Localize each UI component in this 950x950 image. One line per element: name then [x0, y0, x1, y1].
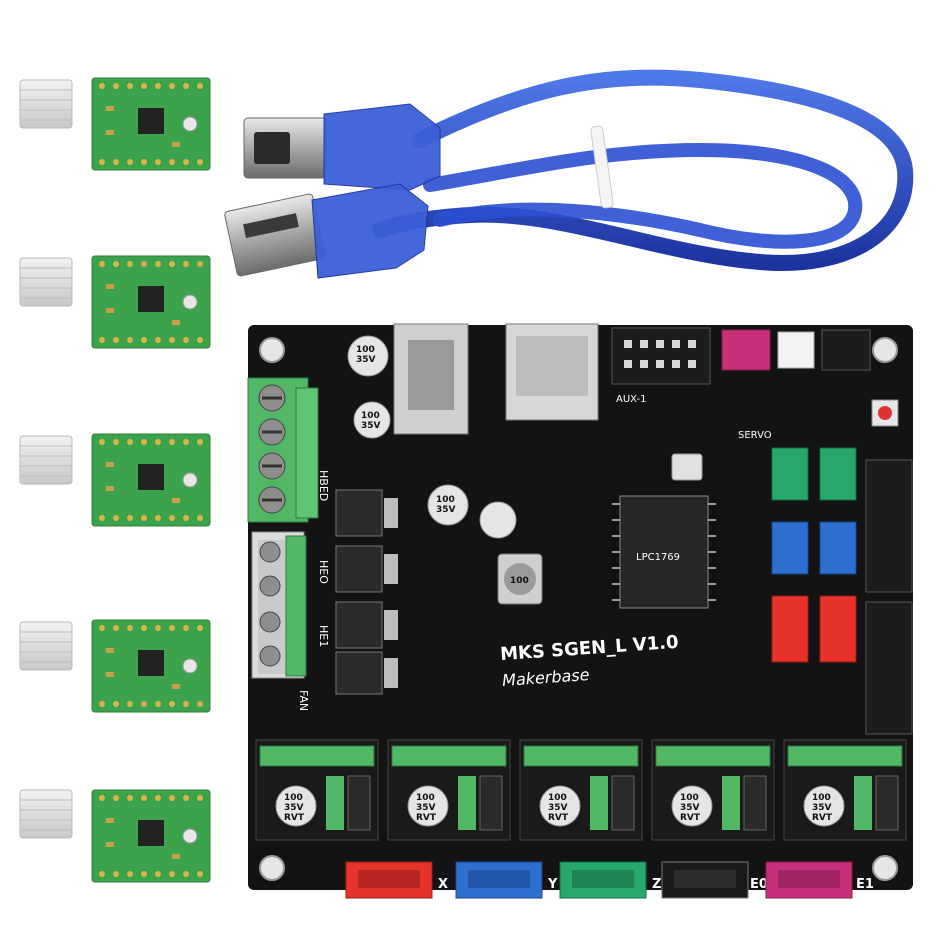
- mosfet: [335, 489, 383, 537]
- svg-text:100: 100: [416, 793, 435, 803]
- label-fan: FAN: [297, 690, 310, 711]
- motor-connector-z: Z: [559, 861, 661, 899]
- label-he1: HE1: [317, 625, 330, 647]
- svg-text:35V: 35V: [436, 505, 456, 515]
- capacitor: [479, 501, 517, 539]
- endstop-connectors: [771, 447, 857, 663]
- mcu-label: LPC1769: [636, 552, 680, 563]
- svg-text:100: 100: [510, 576, 529, 586]
- driver-sockets: 100 35V RVT 100 35V RVT 100: [255, 739, 907, 841]
- usb-b-plug: [243, 103, 441, 191]
- exp-header-right-bottom: [865, 601, 913, 735]
- svg-text:E1: E1: [856, 877, 874, 892]
- svg-text:RVT: RVT: [284, 813, 305, 823]
- svg-text:RVT: RVT: [812, 813, 833, 823]
- controller-board: HEO HE1 HBED FAN 100 35V 100 35V: [247, 323, 913, 899]
- mounting-hole: [872, 337, 898, 363]
- svg-text:35V: 35V: [680, 803, 700, 813]
- svg-text:35V: 35V: [416, 803, 436, 813]
- heatsink: [19, 789, 73, 839]
- mounting-hole: [259, 337, 285, 363]
- label-heo: HEO: [317, 560, 330, 584]
- stepper-driver-module: [91, 433, 211, 527]
- svg-text:100: 100: [548, 793, 567, 803]
- th-header: [821, 329, 871, 371]
- driver-socket: 100 35V RVT: [255, 739, 379, 841]
- svg-text:100: 100: [436, 495, 455, 505]
- capacitor: [427, 484, 469, 526]
- motor-connectors: X Y Z E0 E1: [345, 861, 874, 899]
- mosfet: [335, 545, 383, 593]
- exp-header: [611, 327, 711, 385]
- heatsink: [19, 435, 73, 485]
- driver-socket: 100 35V RVT: [651, 739, 775, 841]
- power-labels: HEO HE1 HBED FAN: [297, 470, 330, 711]
- motor-connector-e0: E0: [661, 861, 768, 899]
- heatsink: [19, 79, 73, 129]
- heatsink-column: [19, 79, 73, 839]
- mosfet: [335, 651, 383, 695]
- label-hbed: HBED: [317, 470, 330, 501]
- svg-text:E0: E0: [750, 877, 768, 892]
- svg-text:35V: 35V: [361, 421, 381, 431]
- svg-text:100: 100: [361, 411, 380, 421]
- stepper-driver-column: [91, 77, 211, 883]
- power-terminal-bottom: [251, 531, 307, 679]
- driver-socket: 100 35V RVT: [519, 739, 643, 841]
- exp-header-right-top: [865, 459, 913, 593]
- heatsink: [19, 257, 73, 307]
- svg-text:RVT: RVT: [548, 813, 569, 823]
- svg-text:Z: Z: [652, 877, 661, 892]
- svg-text:35V: 35V: [548, 803, 568, 813]
- mounting-hole: [259, 855, 285, 881]
- mcu-chip: [619, 495, 709, 609]
- svg-text:RVT: RVT: [680, 813, 701, 823]
- heatsink: [19, 621, 73, 671]
- crystal: [671, 453, 703, 481]
- svg-text:X: X: [438, 877, 448, 892]
- svg-text:100: 100: [356, 345, 375, 355]
- stepper-driver-module: [91, 789, 211, 883]
- driver-socket: 100 35V RVT: [387, 739, 511, 841]
- svg-text:100: 100: [680, 793, 699, 803]
- svg-text:35V: 35V: [284, 803, 304, 813]
- svg-text:35V: 35V: [356, 355, 376, 365]
- svg-text:100: 100: [812, 793, 831, 803]
- th-connector-white: [777, 331, 815, 369]
- usb-cable: [224, 69, 914, 279]
- stepper-driver-module: [91, 619, 211, 713]
- svg-text:100: 100: [284, 793, 303, 803]
- aux-label: AUX-1: [616, 394, 646, 405]
- capacitor-top: 100 35V 100 35V: [347, 335, 391, 439]
- motor-connector-y: Y: [455, 861, 558, 899]
- power-terminal-top: [247, 377, 319, 523]
- motor-connector-x: X: [345, 861, 448, 899]
- driver-socket: 100 35V RVT: [783, 739, 907, 841]
- th-connector-pink: [721, 329, 771, 371]
- stepper-driver-module: [91, 255, 211, 349]
- servo-label: SERVO: [738, 430, 772, 441]
- svg-text:35V: 35V: [812, 803, 832, 813]
- svg-text:RVT: RVT: [416, 813, 437, 823]
- stepper-driver-module: [91, 77, 211, 171]
- cable-tie: [590, 125, 614, 209]
- usb-a-plug: [224, 183, 429, 279]
- mosfet-column: [335, 489, 398, 695]
- svg-text:Y: Y: [547, 877, 558, 892]
- motor-connector-e1: E1: [765, 861, 874, 899]
- mounting-hole: [872, 855, 898, 881]
- mosfet: [335, 601, 383, 649]
